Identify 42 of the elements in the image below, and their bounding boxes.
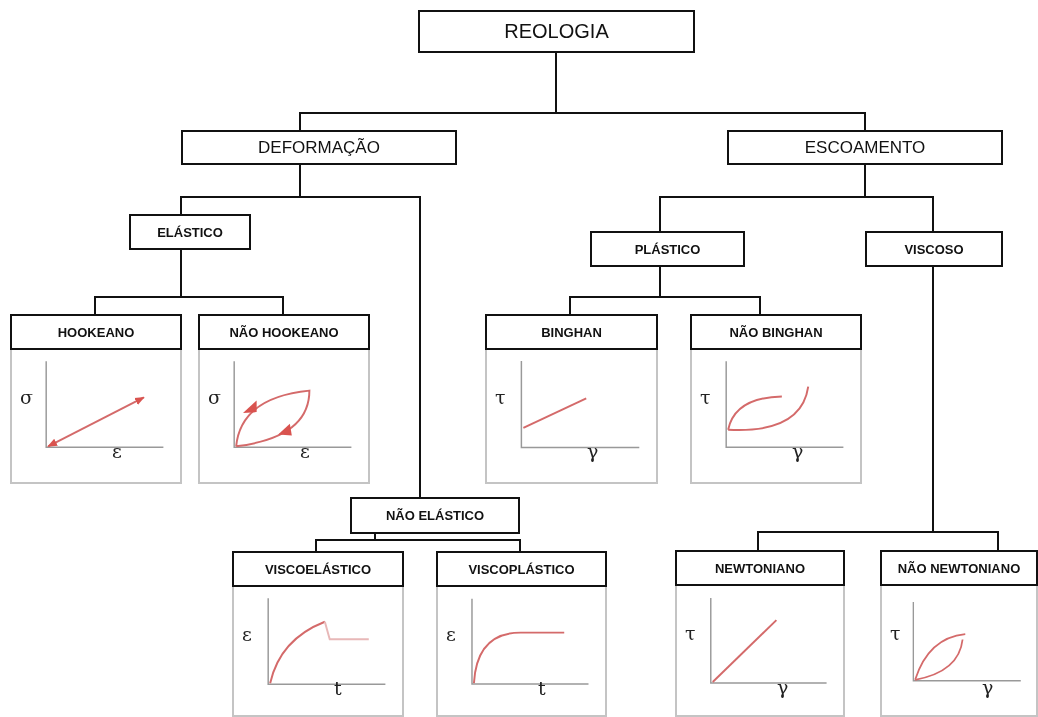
axis-label: γ [587, 442, 599, 461]
axis-label: γ [792, 442, 804, 461]
axis-label: ε [242, 625, 252, 644]
axis-label: ε [446, 625, 456, 644]
connector-line [659, 266, 761, 315]
connector-line [180, 249, 284, 315]
axis-label: t [538, 679, 546, 698]
axis-label: σ [208, 388, 221, 407]
category-box: DEFORMAÇÃO [181, 130, 457, 165]
axis-label: γ [982, 678, 994, 697]
chart-card [485, 314, 658, 484]
category-box: REOLOGIA [418, 10, 695, 53]
chart-card [690, 314, 862, 484]
axis-label: t [334, 679, 342, 698]
axis-label: ε [300, 442, 310, 461]
chart-card [10, 314, 182, 484]
axis-label: σ [20, 388, 33, 407]
axis-label: τ [890, 624, 901, 643]
chart-card [436, 551, 607, 717]
axis-label: γ [777, 678, 789, 697]
category-header: HOOKEANO [10, 314, 182, 350]
category-header: VISCOPLÁSTICO [436, 551, 607, 587]
category-box: VISCOSO [865, 231, 1003, 267]
axis-label: ε [112, 442, 122, 461]
axis-label: τ [700, 388, 711, 407]
category-box: PLÁSTICO [590, 231, 745, 267]
category-header: NEWTONIANO [675, 550, 845, 586]
category-header: VISCOELÁSTICO [232, 551, 404, 587]
category-header: BINGHAN [485, 314, 658, 350]
category-header: NÃO HOOKEANO [198, 314, 370, 350]
connector-line [932, 266, 999, 551]
category-box: ESCOAMENTO [727, 130, 1003, 165]
chart-card [198, 314, 370, 484]
chart-card [880, 550, 1038, 717]
axis-label: τ [495, 388, 506, 407]
axis-label: τ [685, 624, 696, 643]
chart-card [232, 551, 404, 717]
category-header: NÃO BINGHAN [690, 314, 862, 350]
category-box: NÃO ELÁSTICO [350, 497, 520, 534]
category-box: ELÁSTICO [129, 214, 251, 250]
chart-card [675, 550, 845, 717]
category-header: NÃO NEWTONIANO [880, 550, 1038, 586]
